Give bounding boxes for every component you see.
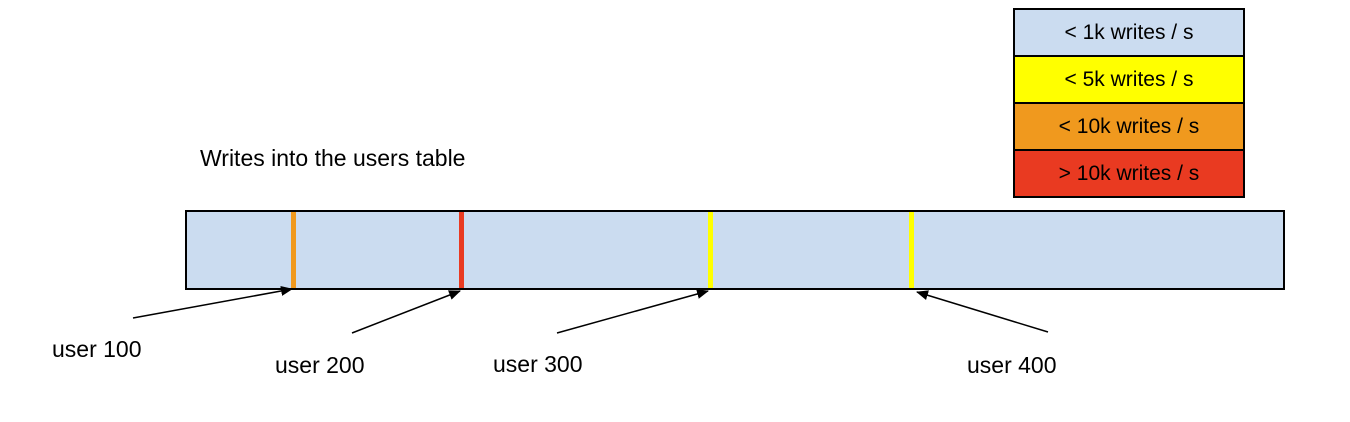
legend-item-under-5k: < 5k writes / s bbox=[1015, 57, 1243, 104]
label-user-300: user 300 bbox=[493, 351, 583, 377]
write-rate-mark-user-100 bbox=[291, 212, 296, 288]
label-user-400: user 400 bbox=[967, 352, 1057, 378]
arrow-user-200 bbox=[351, 290, 461, 334]
label-user-200: user 200 bbox=[275, 352, 365, 378]
label-user-100: user 100 bbox=[52, 336, 142, 362]
legend-item-under-10k: < 10k writes / s bbox=[1015, 104, 1243, 151]
legend-item-over-10k: > 10k writes / s bbox=[1015, 151, 1243, 196]
diagram-title: Writes into the users table bbox=[200, 145, 466, 171]
arrow-user-400 bbox=[916, 290, 1049, 333]
write-rate-mark-user-400 bbox=[909, 212, 914, 288]
users-table-bar bbox=[185, 210, 1285, 290]
arrow-user-100 bbox=[132, 286, 293, 319]
legend-item-under-1k: < 1k writes / s bbox=[1015, 10, 1243, 57]
arrow-user-300 bbox=[556, 289, 709, 334]
write-rate-mark-user-300 bbox=[708, 212, 713, 288]
legend: < 1k writes / s< 5k writes / s< 10k writ… bbox=[1013, 8, 1245, 198]
write-rate-mark-user-200 bbox=[459, 212, 464, 288]
